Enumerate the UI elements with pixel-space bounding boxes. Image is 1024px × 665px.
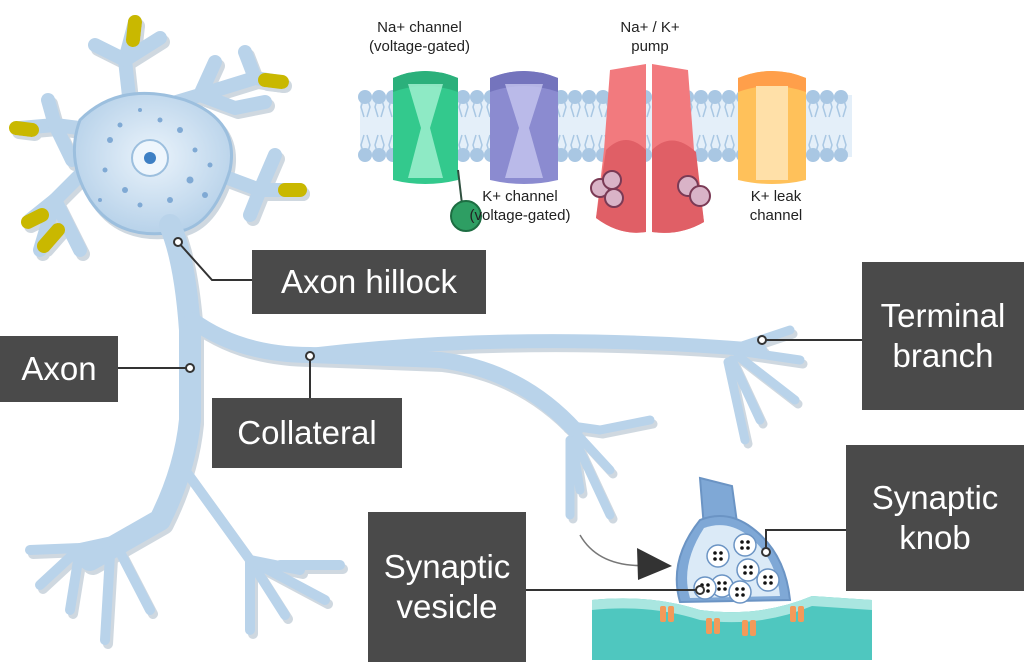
synaptic-vesicle: [728, 580, 752, 604]
lipid-head: [372, 148, 386, 162]
neurotransmitter-dot: [749, 565, 753, 569]
neurotransmitter-dot: [713, 551, 717, 555]
lipid-head: [568, 90, 582, 104]
collateral-label: Collateral: [212, 398, 402, 468]
neurotransmitter-dot: [717, 587, 721, 591]
neurotransmitter-dot: [740, 540, 744, 544]
lipid-head: [470, 90, 484, 104]
lipid-head: [722, 148, 736, 162]
neurotransmitter-dot: [706, 589, 710, 593]
k-leak-channel-shape: [738, 71, 806, 184]
lipid-head: [708, 90, 722, 104]
lipid-head: [834, 148, 848, 162]
soma-details: [98, 108, 213, 208]
lipid-head: [806, 90, 820, 104]
synaptic-vesicle: [736, 558, 760, 582]
neurotransmitter-dot: [749, 571, 753, 575]
k-channel-shape: [490, 71, 558, 184]
neurotransmitter-dot: [746, 546, 750, 550]
lipid-head: [456, 148, 470, 162]
neurotransmitter-dot: [723, 587, 727, 591]
leader-lines: [118, 241, 862, 591]
lipid-head: [722, 90, 736, 104]
lipid-head: [582, 90, 596, 104]
lipid-head: [694, 148, 708, 162]
neurotransmitter-dot: [743, 565, 747, 569]
lipid-head: [694, 90, 708, 104]
neurotransmitter-dot: [735, 587, 739, 591]
synaptic-vesicle: [756, 568, 780, 592]
axon-label: Axon: [0, 336, 118, 402]
synaptic-vesicle: [733, 533, 757, 557]
lipid-head: [372, 90, 386, 104]
na-channel-shape: [393, 71, 482, 232]
synaptic-vesicle: [706, 544, 730, 568]
lipid-head: [456, 90, 470, 104]
neurotransmitter-dot: [743, 571, 747, 575]
lipid-head: [820, 90, 834, 104]
na-k-pump-shape: [590, 64, 711, 233]
neurotransmitter-dot: [741, 593, 745, 597]
lipid-head: [806, 148, 820, 162]
na-channel-label: Na+ channel(voltage-gated): [352, 18, 487, 56]
synapse: [579, 476, 872, 660]
receptor-group: [660, 606, 804, 636]
axon-hillock-label: Axon hillock: [252, 250, 486, 314]
neurotransmitter-dot: [741, 587, 745, 591]
lipid-head: [582, 148, 596, 162]
lipid-head: [708, 148, 722, 162]
lipid-head: [834, 90, 848, 104]
lipid-head: [568, 148, 582, 162]
neurotransmitter-dot: [713, 557, 717, 561]
lipid-head: [358, 90, 372, 104]
na-k-pump-label: Na+ / K+pump: [600, 18, 700, 56]
neurotransmitter-dot: [717, 581, 721, 585]
neurotransmitter-dot: [706, 583, 710, 587]
neurotransmitter-dot: [763, 581, 767, 585]
lipid-head: [596, 90, 610, 104]
lipid-head: [470, 148, 484, 162]
neurotransmitter-dot: [719, 551, 723, 555]
k-channel-label: K+ channel(voltage-gated): [469, 188, 571, 224]
neurotransmitter-dot: [746, 540, 750, 544]
neurotransmitter-dot: [740, 546, 744, 550]
neurotransmitter-dot: [735, 593, 739, 597]
neurotransmitter-dot: [769, 575, 773, 579]
lipid-head: [820, 148, 834, 162]
lipid-head: [358, 148, 372, 162]
neurotransmitter-dot: [723, 581, 727, 585]
neurotransmitter-dot: [719, 557, 723, 561]
neurotransmitter-dot: [763, 575, 767, 579]
neurotransmitter-dot: [769, 581, 773, 585]
